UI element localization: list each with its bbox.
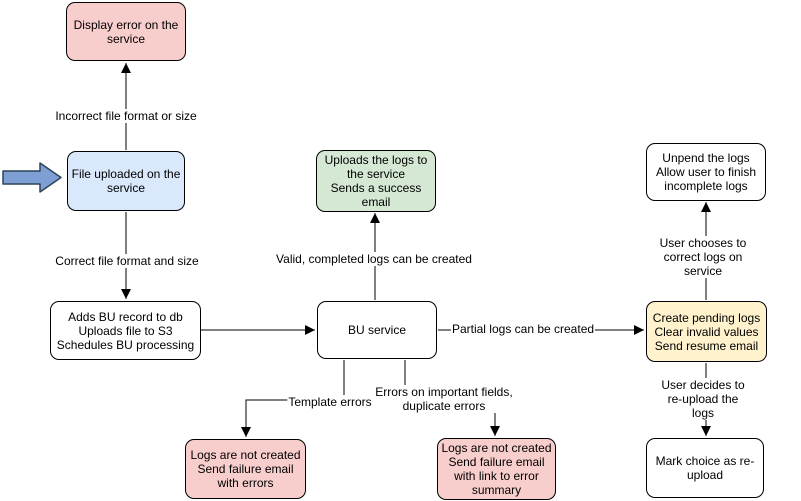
node-mark-choice-reupload-label: Mark choice as re- upload bbox=[655, 454, 755, 482]
edge-label-user-decides: User decides to re-upload the logs bbox=[654, 378, 752, 420]
node-unpend-logs-label: Unpend the logs Allow user to finish inc… bbox=[655, 151, 757, 193]
node-logs-not-created-summary: Logs are not created Send failure email … bbox=[437, 438, 556, 500]
edge-label-template-errors: Template errors bbox=[287, 395, 373, 409]
node-bu-service: BU service bbox=[317, 301, 437, 359]
edge-label-important-field-errors: Errors on important fields, duplicate er… bbox=[374, 385, 514, 413]
node-logs-not-created-errors-label: Logs are not created Send failure email … bbox=[190, 448, 301, 490]
node-display-error-label: Display error on the service bbox=[73, 17, 179, 46]
node-file-uploaded-label: File uploaded on the service bbox=[71, 167, 181, 195]
node-mark-choice-reupload: Mark choice as re- upload bbox=[646, 438, 764, 498]
node-create-pending-logs-label: Create pending logs Clear invalid values… bbox=[652, 310, 761, 353]
node-logs-not-created-errors: Logs are not created Send failure email … bbox=[185, 439, 306, 499]
edge-label-valid-logs: Valid, completed logs can be created bbox=[275, 252, 473, 266]
entry-arrow-icon bbox=[2, 162, 62, 193]
node-file-uploaded: File uploaded on the service bbox=[67, 151, 185, 211]
node-display-error: Display error on the service bbox=[66, 2, 186, 61]
edge-label-correct-file: Correct file format and size bbox=[54, 254, 200, 268]
node-adds-bu-record-label: Adds BU record to db Uploads file to S3 … bbox=[56, 309, 195, 352]
node-logs-not-created-summary-label: Logs are not created Send failure email … bbox=[441, 441, 552, 497]
edge-label-incorrect-file: Incorrect file format or size bbox=[54, 109, 198, 123]
node-unpend-logs: Unpend the logs Allow user to finish inc… bbox=[646, 143, 766, 201]
edge-label-partial-logs: Partial logs can be created bbox=[450, 322, 596, 336]
node-uploads-logs: Uploads the logs to the service Sends a … bbox=[316, 150, 436, 212]
edge-label-user-chooses: User chooses to correct logs on service bbox=[654, 236, 752, 278]
node-create-pending-logs: Create pending logs Clear invalid values… bbox=[646, 301, 767, 362]
node-bu-service-label: BU service bbox=[347, 323, 406, 337]
node-uploads-logs-label: Uploads the logs to the service Sends a … bbox=[324, 153, 428, 209]
node-adds-bu-record: Adds BU record to db Uploads file to S3 … bbox=[50, 301, 201, 360]
